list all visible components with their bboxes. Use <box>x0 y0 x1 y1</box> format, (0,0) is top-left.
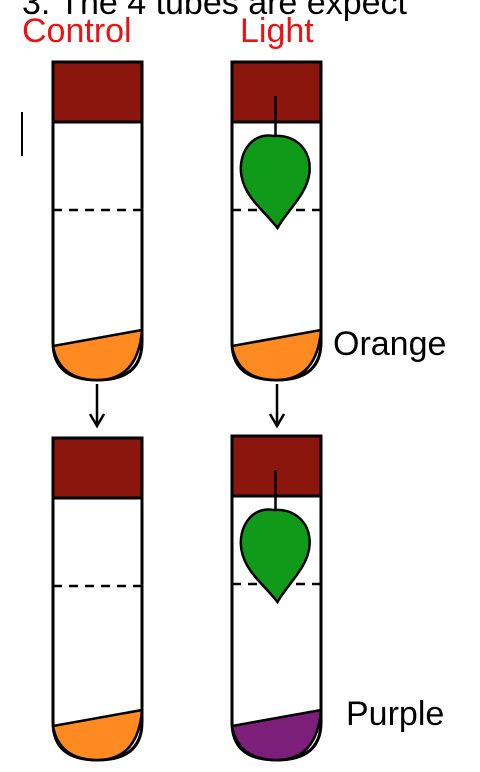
leaf-icon <box>239 96 311 231</box>
tube-light-top <box>230 60 323 382</box>
tube-stopper <box>51 60 144 124</box>
purple-label: Purple <box>346 695 444 733</box>
solution-purple <box>230 708 323 762</box>
light-column-label: Light <box>240 12 314 50</box>
tube-stopper <box>51 436 144 500</box>
tubes-layer <box>51 60 323 762</box>
orange-label: Orange <box>333 325 446 363</box>
arrow-down-icon <box>88 384 106 429</box>
solution-orange <box>230 328 323 382</box>
tube-control-top <box>51 60 144 382</box>
arrow-down-icon <box>268 384 286 429</box>
tube-control-bottom <box>51 436 144 762</box>
cut-off-heading: 3. The 4 tubes are expect <box>22 0 408 22</box>
solution-orange <box>51 328 144 382</box>
control-column-label: Control <box>22 12 132 50</box>
solution-orange <box>51 708 144 762</box>
tube-light-bottom <box>230 434 323 762</box>
leaf-icon <box>239 470 311 605</box>
